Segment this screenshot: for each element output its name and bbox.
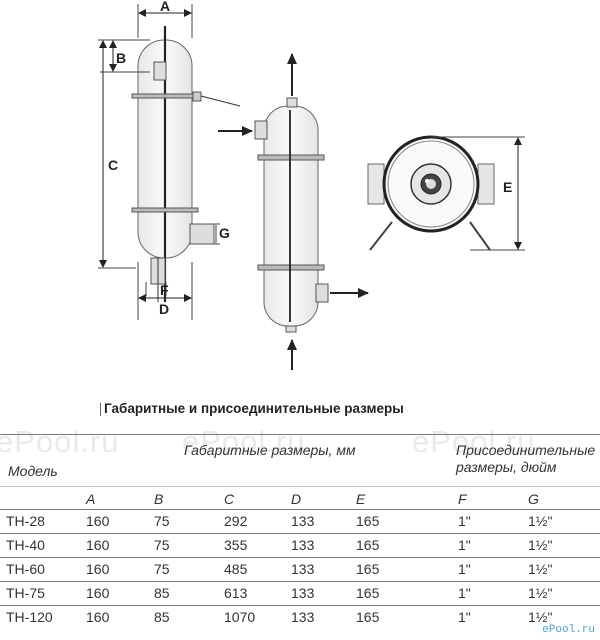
header-gab: Габаритные размеры, мм (184, 442, 356, 458)
header-model: Модель (8, 463, 58, 479)
value-cell: 160 (86, 585, 110, 601)
dim-label-g: G (219, 225, 230, 241)
header-con-1: Присоединительные (456, 442, 596, 458)
dim-label-e: E (503, 179, 512, 195)
value-cell: 133 (291, 513, 315, 529)
side-view-flow (218, 53, 369, 370)
value-cell: 165 (356, 585, 380, 601)
model-cell: TH-120 (6, 609, 53, 625)
value-cell: 1" (458, 513, 471, 529)
col-header: C (224, 491, 235, 507)
value-cell: 133 (291, 537, 315, 553)
row-divider (0, 581, 600, 582)
watermark: ePool.ru (0, 424, 120, 459)
value-cell: 165 (356, 609, 380, 625)
value-cell: 133 (291, 585, 315, 601)
end-view (367, 135, 525, 251)
dim-label-c: C (108, 157, 118, 173)
value-cell: 1½" (528, 537, 553, 553)
value-cell: 1½" (528, 609, 553, 625)
header-con-2: размеры, дюйм (456, 459, 557, 475)
table-top-border (0, 434, 600, 435)
row-divider (0, 509, 600, 510)
value-cell: 75 (154, 537, 170, 553)
brand-logo: ePool.ru (542, 624, 595, 636)
value-cell: 160 (86, 561, 110, 577)
model-cell: TH-40 (6, 537, 45, 553)
row-divider (0, 557, 600, 558)
value-cell: 165 (356, 537, 380, 553)
col-header: G (528, 491, 539, 507)
value-cell: 133 (291, 609, 315, 625)
watermark: ePool.ru (412, 424, 536, 459)
value-cell: 75 (154, 513, 170, 529)
dim-label-b: B (116, 50, 126, 66)
value-cell: 1" (458, 561, 471, 577)
model-cell: TH-28 (6, 513, 45, 529)
watermark: ePool.ru (182, 424, 306, 459)
section-title: Габаритные и присоединительные размеры (100, 401, 404, 416)
value-cell: 85 (154, 609, 170, 625)
model-cell: TH-75 (6, 585, 45, 601)
technical-drawing: A B C D E F G (98, 0, 525, 370)
col-header: D (291, 491, 302, 507)
value-cell: 1" (458, 537, 471, 553)
value-cell: 160 (86, 513, 110, 529)
value-cell: 160 (86, 609, 110, 625)
col-header: A (86, 491, 96, 507)
value-cell: 1070 (224, 609, 256, 625)
value-cell: 1" (458, 585, 471, 601)
value-cell: 613 (224, 585, 248, 601)
col-header: B (154, 491, 164, 507)
header-divider (0, 486, 600, 487)
value-cell: 485 (224, 561, 248, 577)
value-cell: 1" (458, 609, 471, 625)
model-cell: TH-60 (6, 561, 45, 577)
value-cell: 160 (86, 537, 110, 553)
col-header: F (458, 491, 467, 507)
value-cell: 133 (291, 561, 315, 577)
dim-label-d: D (159, 301, 169, 317)
value-cell: 1½" (528, 561, 553, 577)
value-cell: 85 (154, 585, 170, 601)
value-cell: 1½" (528, 513, 553, 529)
dim-label-a: A (160, 0, 170, 14)
value-cell: 75 (154, 561, 170, 577)
side-view-dimensioned (98, 4, 241, 320)
value-cell: 355 (224, 537, 248, 553)
row-divider (0, 605, 600, 606)
value-cell: 165 (356, 561, 380, 577)
value-cell: 292 (224, 513, 248, 529)
value-cell: 165 (356, 513, 380, 529)
col-header: E (356, 491, 366, 507)
value-cell: 1½" (528, 585, 553, 601)
dim-label-f: F (160, 282, 169, 298)
row-divider (0, 533, 600, 534)
